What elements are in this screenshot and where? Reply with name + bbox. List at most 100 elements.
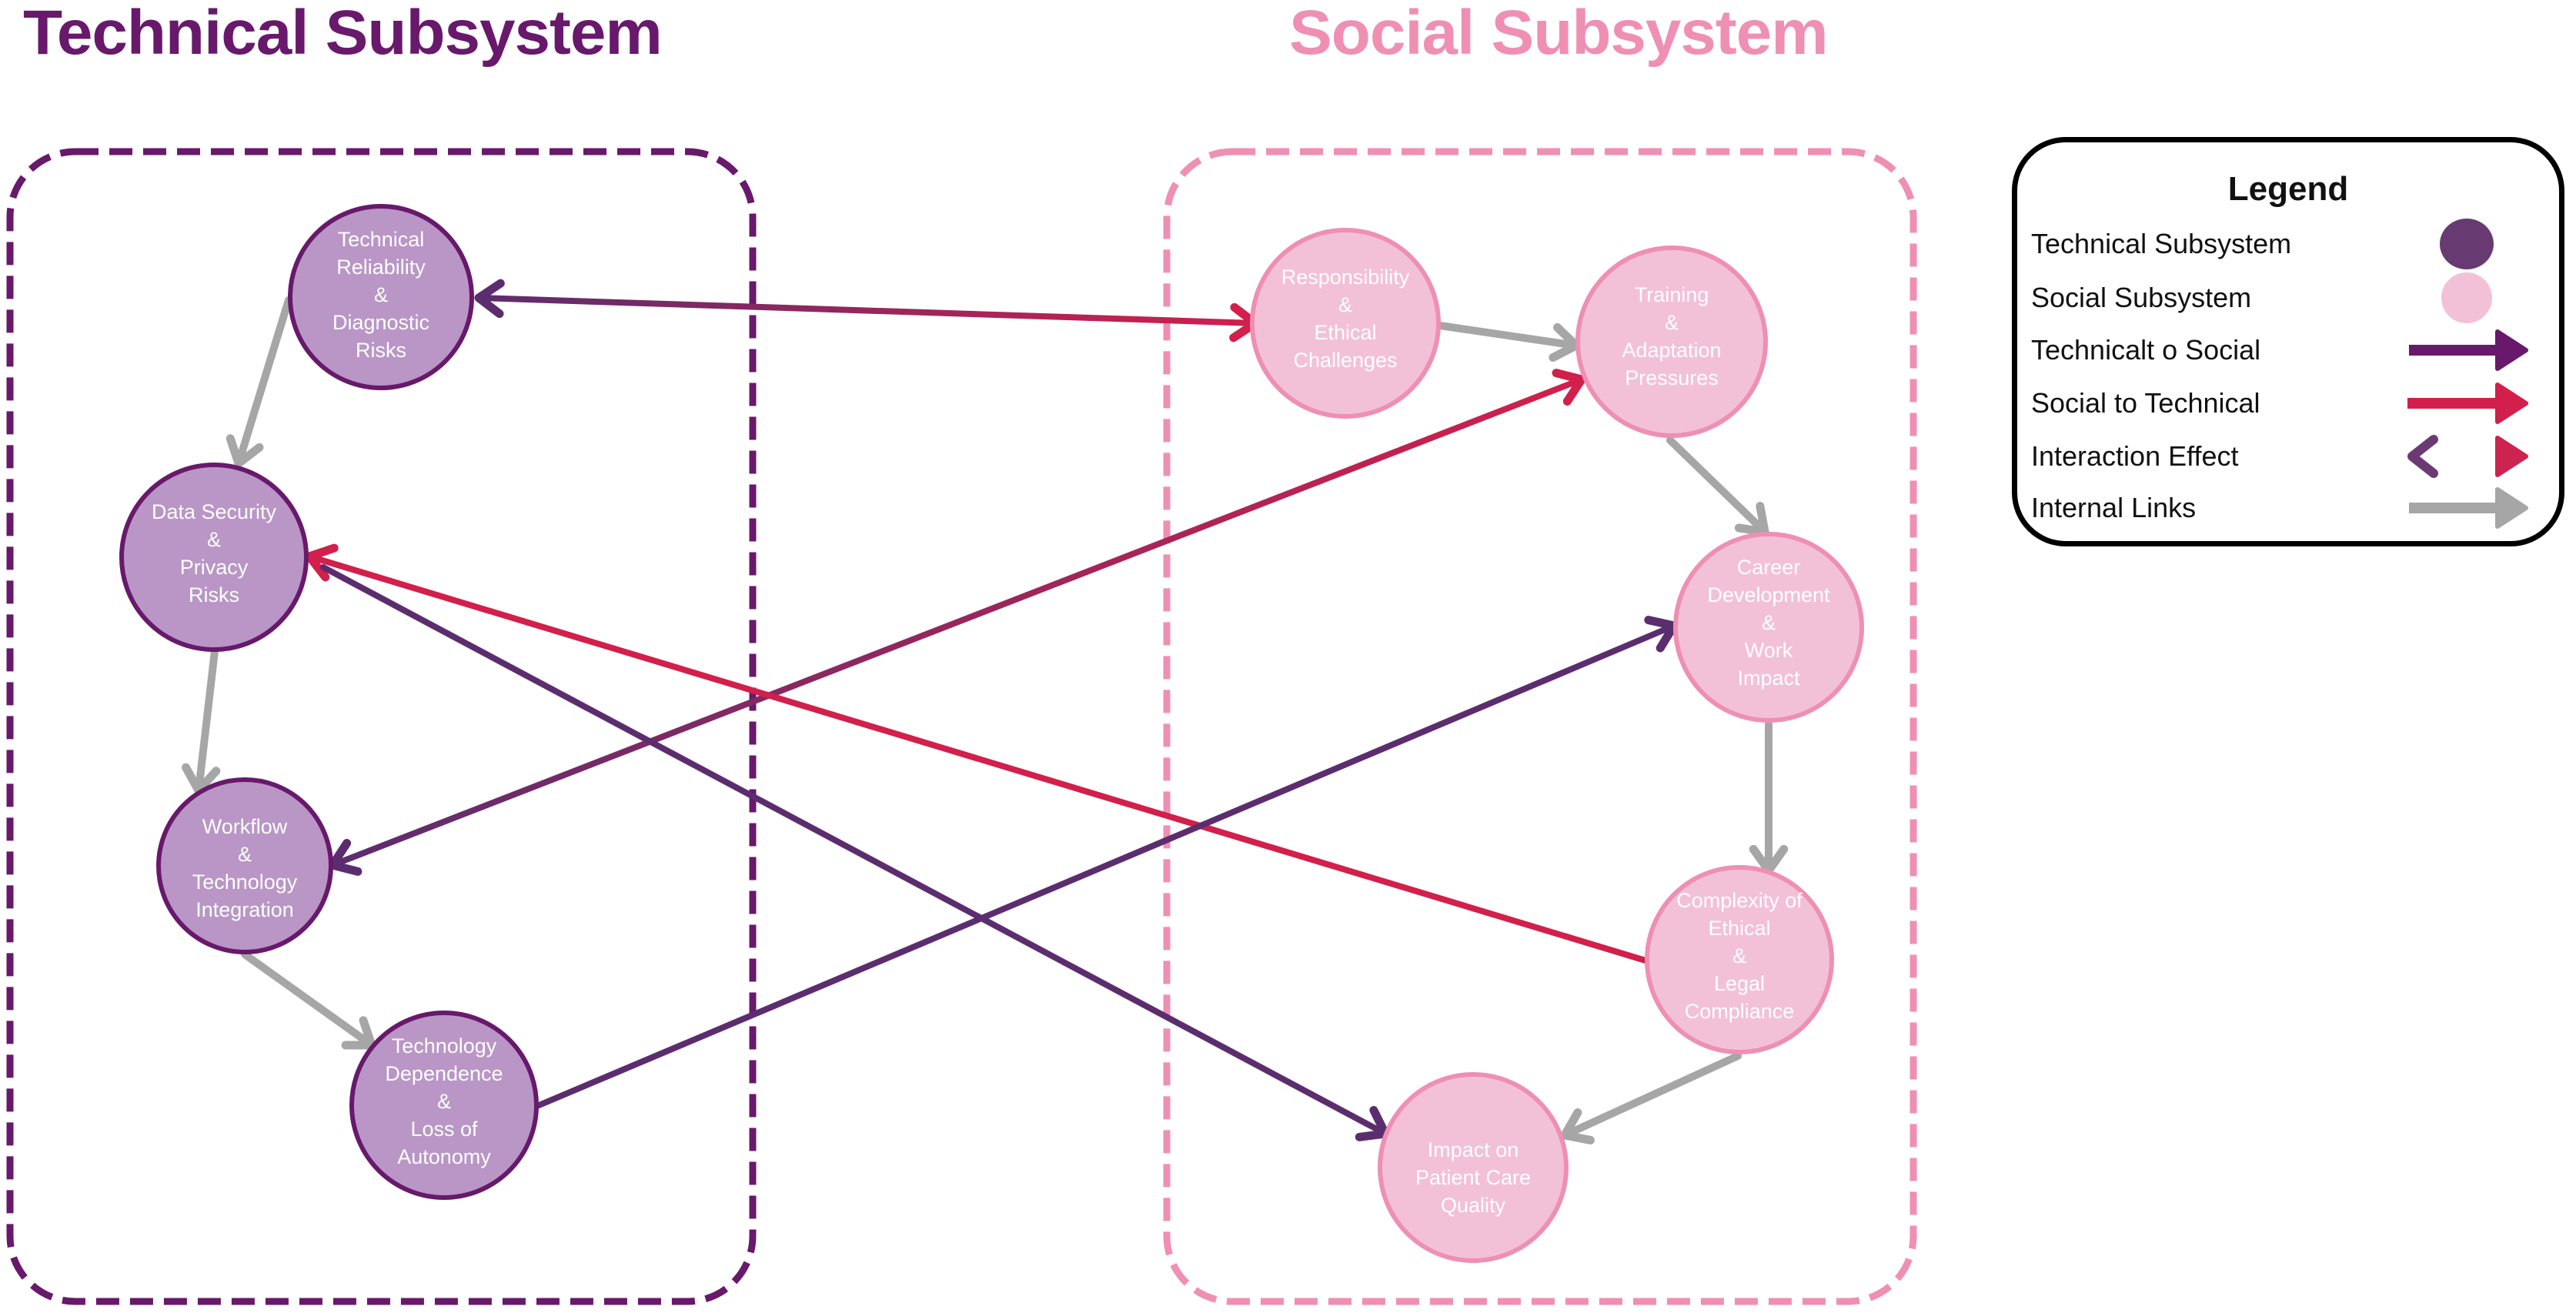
edge-internal-t1-t2 <box>226 296 292 468</box>
node-label-line: Technology <box>192 870 298 894</box>
node-label-line: Privacy <box>180 556 249 579</box>
node-label-line: Autonomy <box>397 1145 491 1168</box>
node-label-line: Adaptation <box>1622 339 1721 362</box>
legend-item-internal-links: Internal Links <box>2031 485 2536 531</box>
node-circle <box>156 777 333 954</box>
node-label-line: Quality <box>1441 1194 1506 1217</box>
node-label-line: Diagnostic <box>332 311 429 334</box>
legend-title: Legend <box>2227 170 2349 208</box>
node-label-line: Technical <box>338 228 425 251</box>
node-label-line: Legal <box>1714 972 1765 995</box>
arrowhead-icon <box>305 543 339 582</box>
edge-line <box>534 623 1677 1109</box>
node-label-line: & <box>207 528 221 551</box>
edge-internal-t3-t4 <box>241 951 376 1050</box>
edge-line <box>306 553 1649 964</box>
legend-label: Interaction Effect <box>2031 440 2239 472</box>
legend-label: Technical Subsystem <box>2031 228 2292 259</box>
node-label-line: Challenges <box>1293 349 1397 372</box>
legend-label: Social to Technical <box>2031 387 2260 419</box>
node-label-line: Technology <box>392 1034 497 1057</box>
edge-line <box>320 564 1388 1137</box>
node-label-line: & <box>1665 311 1679 334</box>
node-circle <box>349 1011 539 1200</box>
edge-line <box>1436 322 1580 349</box>
legend-label: Social Subsystem <box>2031 282 2252 313</box>
node-label-line: Compliance <box>1685 1000 1795 1023</box>
node-label-line: & <box>1732 944 1746 967</box>
node-circle <box>1250 228 1441 419</box>
legend-label: Technicalt o Social <box>2031 334 2261 366</box>
technical-to-social-arrow-icon <box>2397 327 2536 373</box>
legend-item-social-subsystem: Social Subsystem <box>2031 272 2536 323</box>
edge-internal-s4-s5 <box>1560 1052 1742 1144</box>
edge-internal-s2-s3 <box>1666 436 1769 536</box>
node-label-line: Workflow <box>202 815 288 838</box>
social-subsystem-boundary <box>1163 148 1917 1305</box>
edge-internal-t2-t3 <box>182 647 221 795</box>
social-subsystem-title: Social Subsystem <box>1289 0 1829 68</box>
node-label-line: Risks <box>356 339 406 362</box>
internal-link-arrow-icon <box>2397 485 2536 531</box>
legend-item-social-to-technical: Social to Technical <box>2031 380 2536 426</box>
technical-subsystem-boundary <box>6 148 757 1305</box>
node-label-line: Reliability <box>336 256 426 279</box>
social-circle-icon <box>2397 272 2536 323</box>
legend-item-technical-subsystem: Technical Subsystem <box>2031 219 2536 269</box>
node-label-line: Dependence <box>385 1062 503 1085</box>
legend-item-technical-to-social: Technicalt o Social <box>2031 327 2536 373</box>
edge-technical-to-social-t4-s3 <box>534 616 1679 1109</box>
node-circle <box>1645 865 1834 1054</box>
node-label-line: Complexity of <box>1676 889 1803 912</box>
node-label-line: Work <box>1745 639 1793 662</box>
node-label-line: Patient Care <box>1415 1166 1531 1189</box>
node-label-line: Loss of <box>410 1118 478 1141</box>
node-label-line: Ethical <box>1708 917 1770 940</box>
social-to-technical-arrow-icon <box>2397 380 2536 426</box>
edge-interaction-t1-s1 <box>474 279 1260 342</box>
interaction-double-arrow-icon <box>2397 433 2536 479</box>
node-label-line: Data Security <box>152 500 277 523</box>
legend: Legend Technical Subsystem Social Subsys… <box>2012 137 2564 546</box>
arrowhead-icon <box>1552 369 1586 406</box>
node-circle <box>1378 1072 1569 1263</box>
legend-item-interaction-effect: Interaction Effect <box>2031 433 2536 479</box>
edge-line <box>241 951 376 1049</box>
node-circle <box>288 204 474 390</box>
edges-layer <box>182 279 1789 1144</box>
technical-subsystem-title: Technical Subsystem <box>23 0 663 68</box>
node-label-line: & <box>1338 293 1352 316</box>
edge-line <box>1666 436 1769 536</box>
node-label-line: Impact <box>1737 667 1800 690</box>
node-label-line: Training <box>1635 283 1709 306</box>
node-circle <box>119 463 309 652</box>
legend-label: Internal Links <box>2031 492 2197 523</box>
edge-line <box>235 296 292 467</box>
node-label-line: & <box>374 283 388 306</box>
arrowhead-icon <box>226 434 264 468</box>
node-label-line: Ethical <box>1314 321 1376 344</box>
technical-circle-icon <box>2397 219 2536 269</box>
edge-line <box>1561 1052 1742 1139</box>
node-circle <box>1575 246 1768 438</box>
node-circle <box>1673 532 1864 723</box>
node-label-line: Risks <box>189 583 239 606</box>
arrowhead-icon <box>1560 1108 1595 1144</box>
node-label-line: & <box>1762 611 1776 634</box>
node-label-line: & <box>238 843 252 866</box>
nodes-layer: TechnicalReliability&DiagnosticRisksData… <box>119 204 1864 1263</box>
node-label-line: Responsibility <box>1281 266 1410 289</box>
node-label-line: Pressures <box>1625 366 1719 389</box>
edge-line <box>329 376 1585 868</box>
edge-social-to-technical-s4-t2 <box>305 543 1649 964</box>
node-label-line: Impact on <box>1428 1138 1519 1161</box>
